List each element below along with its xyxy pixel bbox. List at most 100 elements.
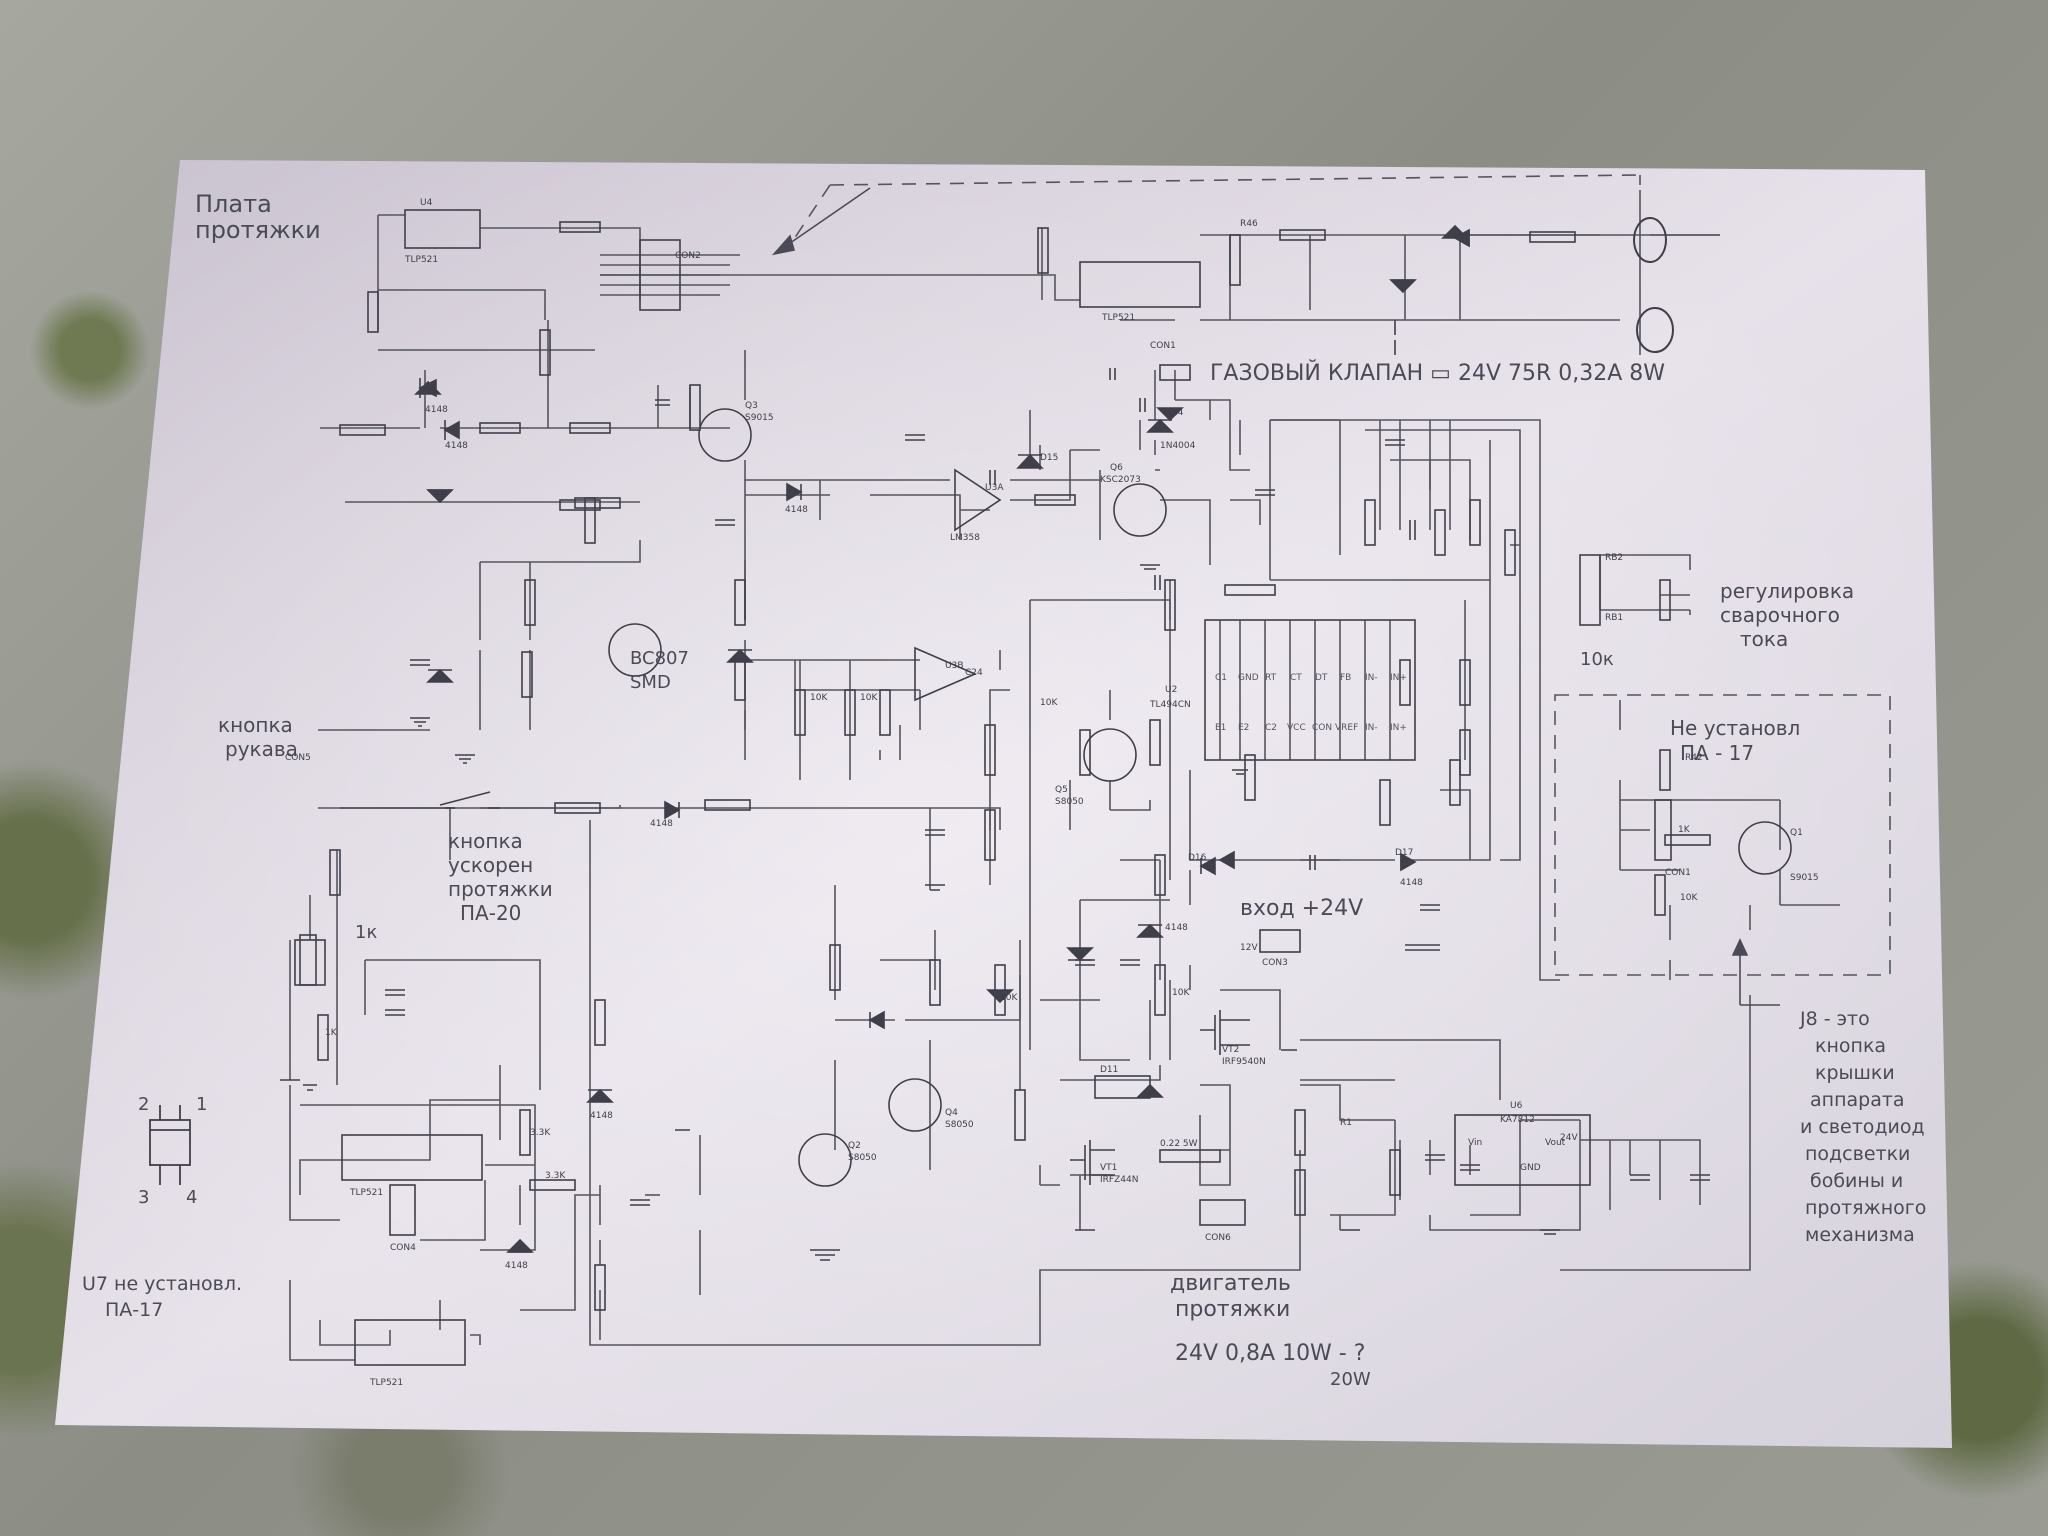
sleeve-button-line1: кнопка bbox=[218, 713, 293, 737]
u2-pin-c2: C2 bbox=[1265, 723, 1277, 733]
u2-pin-in-minus-2: IN- bbox=[1365, 723, 1378, 733]
label-1n4004: 1N4004 bbox=[1160, 441, 1196, 451]
label-d16: D16 bbox=[1188, 853, 1207, 863]
label-ksc2073: KSC2073 bbox=[1100, 475, 1141, 485]
u2-pin-gnd: GND bbox=[1238, 673, 1259, 683]
motor-line2: протяжки bbox=[1175, 1297, 1290, 1322]
j8-note-line7: бобины и bbox=[1810, 1170, 1903, 1192]
label-r42: R42 bbox=[1685, 753, 1703, 763]
pin-1-label: 1 bbox=[196, 1094, 207, 1115]
board-title-line1: Плата bbox=[195, 190, 272, 218]
label-1k: 1K bbox=[325, 1028, 338, 1038]
dashed-outlines bbox=[789, 174, 1891, 976]
label-4148-f: 4148 bbox=[505, 1261, 528, 1271]
motor-line4: 20W bbox=[1330, 1369, 1371, 1390]
not-installed-top-line1: Не установл bbox=[1670, 716, 1800, 740]
label-con5: CON5 bbox=[285, 753, 311, 763]
label-u3a: U3A bbox=[985, 483, 1004, 493]
label-q1: Q1 bbox=[1790, 828, 1803, 838]
u2-pin-e1: E1 bbox=[1215, 723, 1226, 733]
label-d14: D14 bbox=[1165, 408, 1184, 418]
j8-note-line8: протяжного bbox=[1805, 1197, 1926, 1219]
label-24v-out: 24V bbox=[1560, 1133, 1578, 1143]
u2-pin-fb: FB bbox=[1340, 673, 1351, 683]
label-q4: Q4 bbox=[945, 1108, 958, 1118]
label-q2: Q2 bbox=[848, 1141, 861, 1151]
u2-pin-vref: VREF bbox=[1335, 723, 1358, 733]
pin-3-label: 3 bbox=[138, 1187, 149, 1208]
j8-note-line2: кнопка bbox=[1815, 1035, 1886, 1057]
label-tlp521-top: TLP521 bbox=[404, 255, 438, 265]
u2-pin-c1: C1 bbox=[1215, 673, 1227, 683]
accel-button-line1: кнопка bbox=[448, 829, 523, 853]
label-con6: CON6 bbox=[1205, 1233, 1231, 1243]
label-lm358: LM358 bbox=[950, 533, 980, 543]
label-vt1: VT1 bbox=[1100, 1163, 1117, 1173]
label-4148-c: 4148 bbox=[785, 505, 808, 515]
gas-valve-label: ГАЗОВЫЙ КЛАПАН ▭ 24V 75R 0,32A 8W bbox=[1210, 360, 1665, 386]
u2-pin-con: CON bbox=[1312, 723, 1332, 733]
label-10k-b: 10K bbox=[860, 693, 878, 703]
components bbox=[280, 209, 1792, 1366]
label-4148-a: 4148 bbox=[425, 405, 448, 415]
u2-pin-in-plus-2: IN+ bbox=[1390, 723, 1407, 733]
pin-4-label: 4 bbox=[186, 1187, 197, 1208]
u7-not-installed-line1: U7 не установл. bbox=[82, 1273, 242, 1295]
label-10k-c: 10K bbox=[1040, 698, 1058, 708]
j8-note-line6: подсветки bbox=[1805, 1143, 1910, 1165]
j8-note-line5: и светодиод bbox=[1800, 1116, 1925, 1138]
bc807-line2: SMD bbox=[630, 672, 671, 693]
motor-line1: двигатель bbox=[1170, 1271, 1291, 1296]
label-d11: D11 bbox=[1100, 1065, 1118, 1075]
label-4148-g: 4148 bbox=[1165, 923, 1188, 933]
label-s9015: S9015 bbox=[745, 413, 774, 423]
label-u2: U2 bbox=[1165, 685, 1177, 695]
j8-note-line1: J8 - это bbox=[1799, 1008, 1870, 1030]
label-tlp521-mid: TLP521 bbox=[349, 1188, 383, 1198]
label-u3b: U3B bbox=[945, 661, 964, 671]
label-con-right: CON1 bbox=[1665, 868, 1691, 878]
label-s8050-q5: S8050 bbox=[1055, 797, 1084, 807]
label-s8050-q2: S8050 bbox=[848, 1153, 877, 1163]
label-u4: U4 bbox=[420, 198, 433, 208]
label-vin: Vin bbox=[1468, 1138, 1482, 1148]
u2-pin-e2: E2 bbox=[1238, 723, 1249, 733]
label-4148-d: 4148 bbox=[650, 819, 673, 829]
d11-box bbox=[1094, 1075, 1151, 1099]
paper-glare bbox=[55, 160, 1952, 1448]
label-gnd: GND bbox=[1520, 1163, 1541, 1173]
label-d17: D17 bbox=[1395, 848, 1413, 858]
label-12v: 12V bbox=[1240, 943, 1258, 953]
label-q6: Q6 bbox=[1110, 463, 1123, 473]
u2-pin-ct: CT bbox=[1290, 673, 1302, 683]
pot-1k-label: 1к bbox=[355, 922, 377, 943]
label-10k-a: 10K bbox=[810, 693, 828, 703]
label-vout: Vout bbox=[1545, 1138, 1566, 1148]
u2-pin-rt: RT bbox=[1265, 673, 1277, 683]
current-adjust-line1: регулировка bbox=[1720, 579, 1854, 603]
input-24v-label: вход +24V bbox=[1240, 896, 1363, 921]
sleeve-button-line2: рукава bbox=[225, 737, 298, 761]
label-shunt: 0.22 5W bbox=[1160, 1139, 1198, 1149]
diodes bbox=[414, 224, 1470, 1253]
label-33k-b: 3.3K bbox=[545, 1171, 566, 1181]
label-con2: CON2 bbox=[675, 251, 701, 261]
label-q3: Q3 bbox=[745, 401, 758, 411]
valve-ovals bbox=[1633, 217, 1674, 353]
current-adjust-line2: сварочного bbox=[1720, 603, 1840, 627]
j8-note-line9: механизма bbox=[1805, 1224, 1915, 1246]
pinout-sketch: 2 1 3 4 bbox=[138, 1094, 207, 1208]
j8-note-line3: крышки bbox=[1815, 1062, 1895, 1084]
label-tlp521-right: TLP521 bbox=[1101, 313, 1135, 323]
label-s9015-q1: S9015 bbox=[1790, 873, 1819, 883]
pin-2-label: 2 bbox=[138, 1094, 149, 1115]
j8-note-line4: аппарата bbox=[1810, 1089, 1905, 1111]
handwritten-annotations: Плата протяжки ГАЗОВЫЙ КЛАПАН ▭ 24V 75R … bbox=[82, 190, 1926, 1390]
label-u6: U6 bbox=[1510, 1101, 1523, 1111]
label-irfz44n: IRFZ44N bbox=[1100, 1175, 1138, 1185]
label-ka7812: KA7812 bbox=[1500, 1115, 1535, 1125]
accel-button-line4: ПА-20 bbox=[460, 901, 521, 925]
label-con3: CON3 bbox=[1262, 958, 1288, 968]
label-rb1: RB1 bbox=[1605, 613, 1623, 623]
